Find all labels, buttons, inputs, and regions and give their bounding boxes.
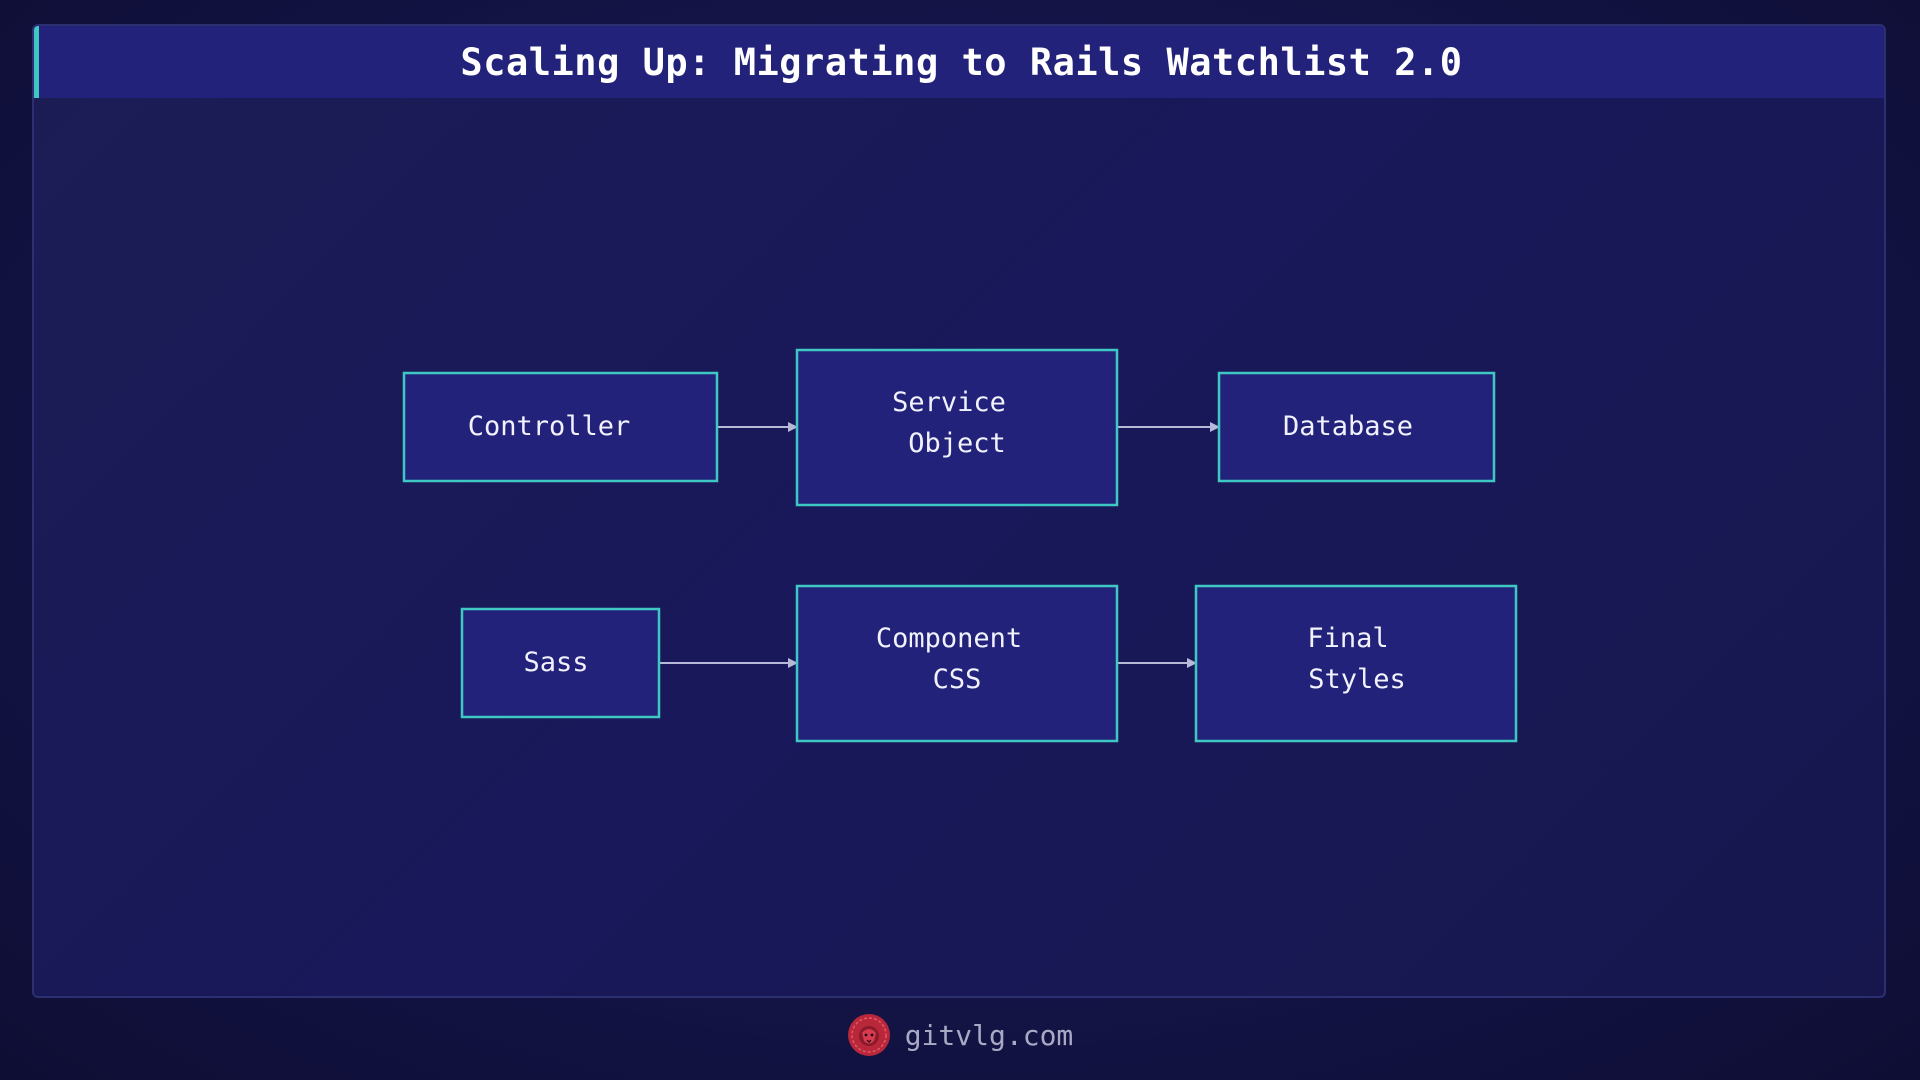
node-service-object-label-line-1: Service [892, 387, 1006, 418]
footer-site-link[interactable]: gitvlg.com [904, 1018, 1074, 1052]
node-controller-label: Controller [468, 411, 631, 442]
node-final-styles-label-line-2: Styles [1308, 664, 1406, 695]
node-service-object-label-line-2: Object [908, 428, 1006, 459]
lion-head-icon [847, 1014, 890, 1056]
node-service-object: Service Object [795, 348, 1119, 507]
node-component-css-label-line-2: CSS [933, 664, 982, 695]
node-final-styles: Final Styles [1194, 584, 1518, 743]
title-bar: Scaling Up: Migrating to Rails Watchlist… [34, 26, 1884, 98]
footer: gitvlg.com [0, 1010, 1920, 1060]
page-title: Scaling Up: Migrating to Rails Watchlist… [460, 40, 1463, 84]
node-database-label: Database [1283, 411, 1413, 442]
node-final-styles-label-line-1: Final [1307, 623, 1388, 654]
node-controller: Controller [402, 371, 719, 483]
node-sass: Sass [460, 607, 661, 719]
node-sass-label: Sass [523, 647, 588, 678]
diagram-panel: Scaling Up: Migrating to Rails Watchlist… [32, 24, 1886, 998]
node-component-css: Component CSS [795, 584, 1119, 743]
node-component-css-label-line-1: Component [876, 623, 1022, 654]
node-database: Database [1217, 371, 1496, 483]
